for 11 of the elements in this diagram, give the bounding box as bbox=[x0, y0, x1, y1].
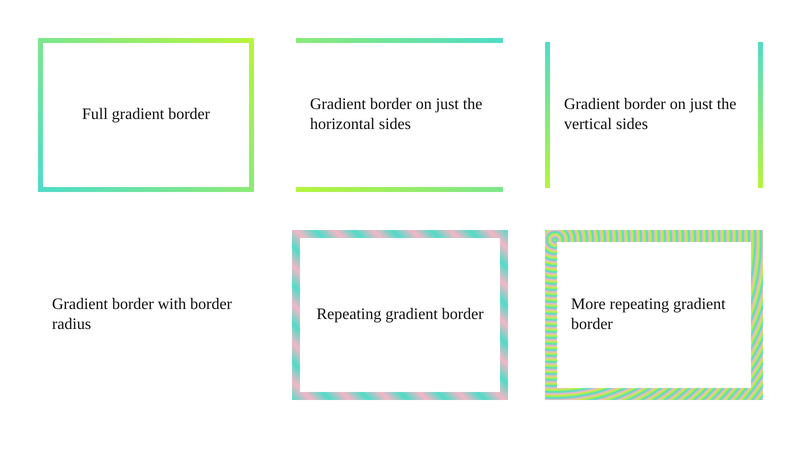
box-label: Gradient border on just the vertical sides bbox=[564, 95, 738, 135]
striped-bordered-box bbox=[292, 230, 508, 400]
box-label: Repeating gradient border bbox=[316, 305, 484, 325]
gradient-bordered-box bbox=[38, 38, 254, 192]
horizontal-bordered-box bbox=[296, 38, 503, 192]
box-label: Gradient border on just the horizontal sides bbox=[310, 95, 484, 135]
vertical-bordered-box bbox=[545, 42, 763, 188]
patterned-bordered-box bbox=[545, 230, 763, 400]
box-label: Gradient border with border radius bbox=[52, 295, 233, 335]
box-label: More repeating gradient border bbox=[571, 295, 727, 335]
box-label: Full gradient border bbox=[82, 105, 210, 125]
